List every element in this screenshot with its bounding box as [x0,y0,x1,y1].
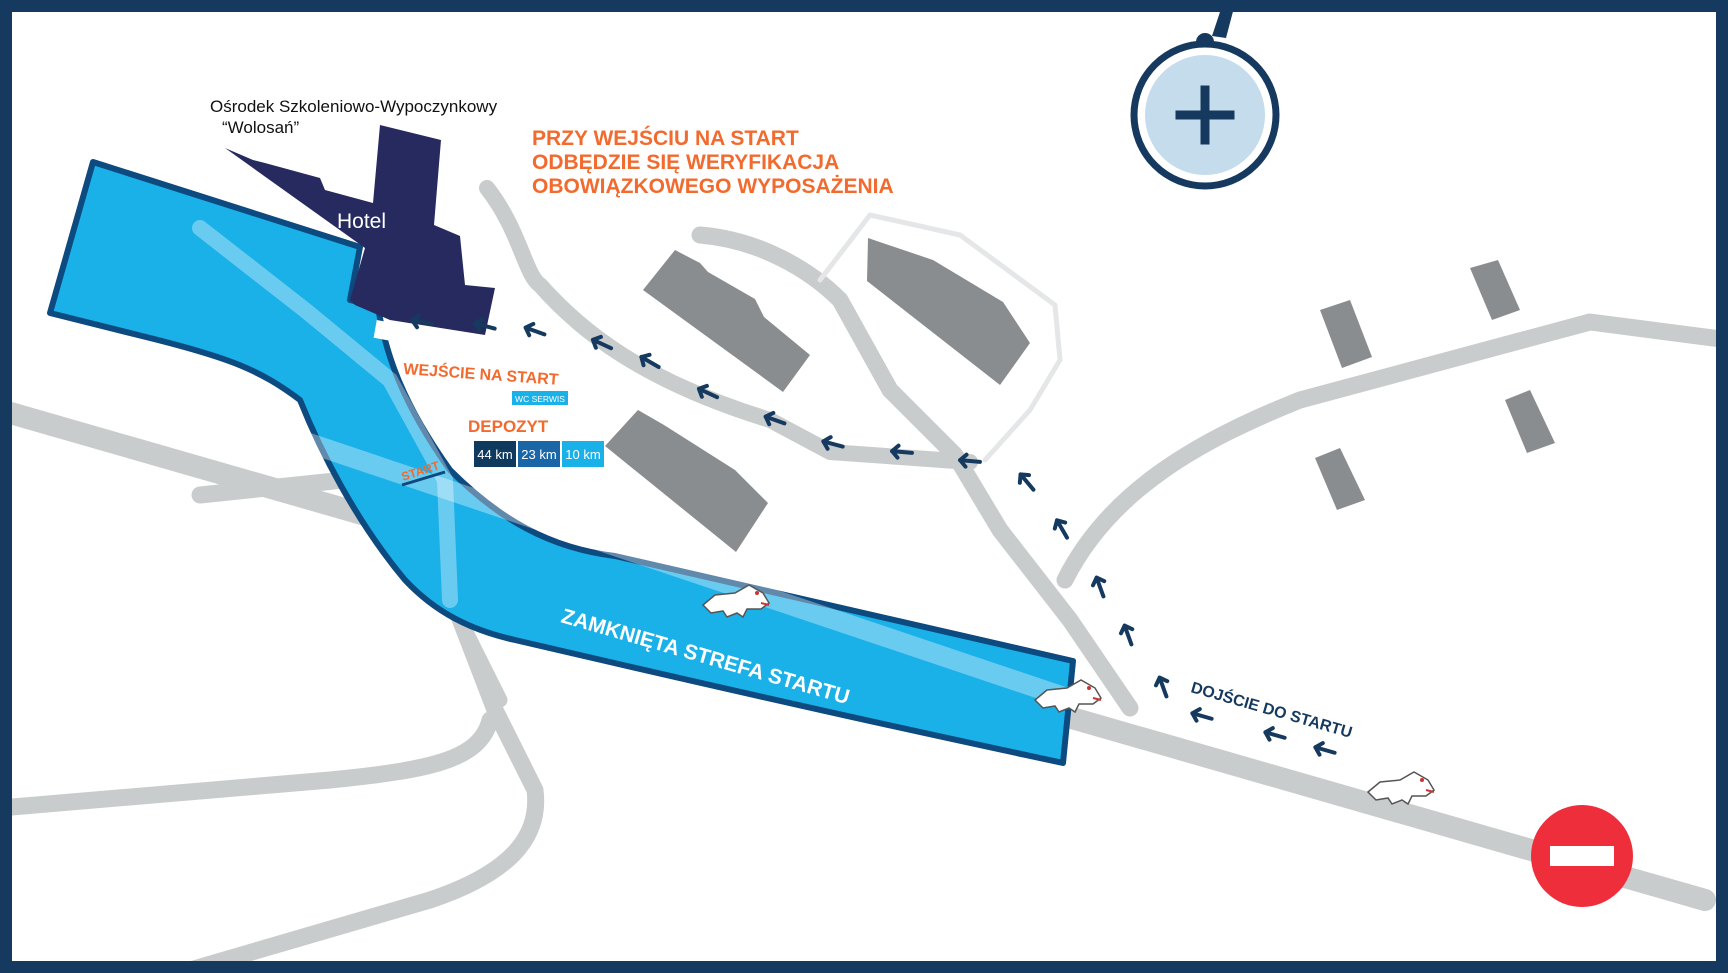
route-arrow-icon [958,452,982,469]
upper-road [479,180,978,470]
wc-label: WC SERWIS [515,394,565,404]
route-arrow-icon [590,334,614,351]
distance-10: 10 km [565,447,600,462]
gray-buildings [605,238,1555,552]
hotel-entrance-gap [373,320,401,342]
route-arrow-icon [1190,707,1214,723]
distance-badge-23 [518,441,560,467]
building-gray-1 [643,250,810,392]
distance-badge-44 [474,441,516,467]
wolf-mascot-icon [1366,771,1435,806]
route-arrows [410,313,1337,757]
west-road [0,711,499,817]
route-arrow-icon [639,352,661,369]
distance-badge-10 [562,441,604,467]
no-entry-icon [1531,805,1633,907]
hotel-label: Hotel [337,210,386,233]
loop-road [817,212,1063,463]
building-gray-3 [605,410,768,552]
start-line [401,470,446,487]
building-gray-5 [1470,260,1520,320]
building-gray-7 [1315,448,1365,510]
route-arrow-icon [1090,575,1107,599]
route-arrow-icon [821,435,845,451]
route-arrow-icon [763,410,787,427]
distance-44: 44 km [477,447,512,462]
route-arrow-icon [1313,741,1337,757]
title-line3: OBOWIĄZKOWEGO WYPOSAŻENIA [532,175,894,198]
middle-road [691,226,1139,717]
route-arrow-icon [473,317,497,333]
title-line1: PRZY WEJŚCIU NA START [532,126,799,150]
building-gray-6 [1505,390,1555,453]
building-gray-4 [1320,300,1372,368]
route-arrow-icon [410,313,434,330]
road-through-zone [192,220,458,608]
first-aid-plus-icon [1130,0,1280,190]
south-road [171,461,545,973]
route-arrow-icon [890,443,914,460]
venue-name-line1: Ośrodek Szkoleniowo-Wypoczynkowy [210,97,498,116]
east-road [1056,313,1728,589]
route-arrow-icon [1263,726,1287,742]
entrance-label: WEJŚCIE NA START [403,359,560,389]
distance-badges: 44 km 23 km 10 km [474,441,604,467]
hotel-building [225,125,495,335]
route-arrow-icon [523,321,547,338]
building-gray-2 [867,238,1030,385]
wolf-mascot-icon [1033,679,1102,714]
wc-badge [512,391,568,405]
venue-name-line2: “Wolosań” [222,118,299,137]
route-arrow-icon [696,383,720,400]
distance-23: 23 km [521,447,556,462]
title-line2: ODBĘDZIE SIĘ WERYFIKACJA [532,151,839,174]
deposit-label: DEPOZYT [468,417,549,436]
main-road-through-zone [296,430,1077,710]
closed-start-zone [47,159,1076,766]
route-arrow-icon [1052,518,1069,540]
route-arrow-icon [1017,472,1036,492]
route-arrow-icon [1153,675,1170,699]
wolf-mascot-icon [701,584,770,619]
route-arrow-icon [1118,623,1135,647]
